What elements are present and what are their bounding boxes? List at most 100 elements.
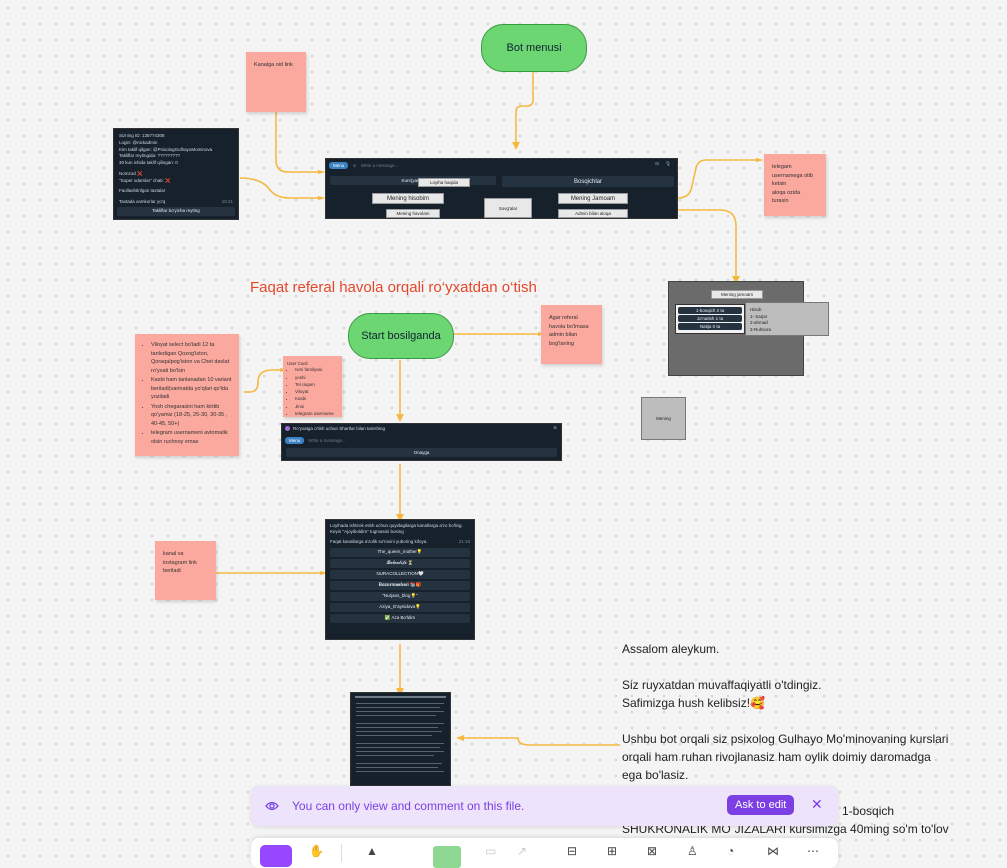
btn-my-link[interactable]: Mening havolam: [386, 209, 440, 218]
channel-button[interactable]: "Nurjans_blog💡": [330, 591, 470, 601]
close-icon[interactable]: ⊗: [553, 425, 557, 430]
btn-my-team[interactable]: Mening Jamoam: [558, 193, 628, 204]
user-card-title: User Card: [287, 361, 308, 366]
btn-stages[interactable]: Bosqichlar: [502, 176, 674, 187]
sticky-line: admin bilan: [549, 332, 578, 339]
profile-line: Nomzod ❌: [119, 170, 143, 176]
sticky-line: kanal va: [163, 551, 184, 557]
sticky-text: Kanalga oid link: [254, 62, 293, 68]
connector-tool-icon[interactable]: ↗: [517, 844, 528, 858]
requirement-item: Viloyat select bo'ladi 12 ta tanledigan …: [151, 341, 233, 375]
team-list: 1-bosqich 2 ta Jo'natish 1 ta Natija 0 t…: [675, 304, 745, 334]
sticky-line: instagram link: [163, 559, 197, 566]
ask-to-edit-button[interactable]: Ask to edit: [727, 795, 795, 815]
emoji-icon[interactable]: ☺: [352, 163, 357, 168]
agree-button[interactable]: Onayga: [286, 448, 557, 457]
sticky-line: ketsin: [772, 181, 787, 188]
side-line: 2-ahmad: [750, 320, 768, 326]
attach-icon[interactable]: ⊟: [655, 161, 659, 166]
stamp-tool-icon[interactable]: ♙: [687, 844, 698, 858]
banner-text: You can only view and comment on this fi…: [292, 799, 525, 813]
timer-tool-icon[interactable]: ◔: [727, 844, 735, 858]
profile-time: 10:21: [221, 199, 233, 204]
btn-gifts[interactable]: Sovg'alar: [484, 198, 532, 218]
btn-course[interactable]: Kurs(yangi): [330, 176, 496, 185]
team-side: Hisob 1- Sarjar 2-ahmad 3-Ruhsora: [745, 302, 829, 336]
channel-button[interactable]: Aziya_G'aynidova💡: [330, 602, 470, 612]
menu-button[interactable]: Menu: [285, 437, 305, 444]
channel-button[interactable]: NURACOLLECTION🤍: [330, 569, 470, 579]
side-line: 1- Sarjar: [750, 313, 768, 319]
requirement-item: telegram usernameni avtomatik olsin ruch…: [151, 429, 233, 446]
profile-line: Login: @nickadmin: [119, 139, 158, 145]
sticky-instagram[interactable]: kanal va instagram link beriladi: [155, 541, 216, 600]
side-line: 3-Ruhsora: [750, 326, 772, 332]
team-row[interactable]: Natija 0 ta: [678, 323, 742, 330]
user-card-item: Viloyat: [295, 389, 338, 395]
close-icon[interactable]: ✕: [811, 796, 823, 812]
team-row[interactable]: Jo'natish 1 ta: [678, 315, 742, 322]
channel-button[interactable]: The_queen_mother💡: [330, 547, 470, 557]
welcome-line: Safimizga hush kelibsiz!🥰: [622, 696, 765, 710]
sticky-user-card[interactable]: User Card Ismi familyasi yoshi Tel raqam…: [283, 356, 342, 417]
hand-tool-icon[interactable]: ✋: [309, 844, 324, 858]
confirm-button[interactable]: ✅ Aza Bo'ldim: [330, 613, 470, 623]
section-tool-icon[interactable]: ⊞: [607, 844, 618, 858]
frame-tool-icon[interactable]: ⊠: [647, 844, 658, 858]
sticky-line: havola bo'lmasa: [549, 323, 589, 330]
profile-line: Taxtada xamkorlar yo'q: [119, 199, 166, 204]
channels-panel: Loyihada ishtirok etish uchun quyidagila…: [325, 519, 475, 640]
sticky-line: telegam: [772, 164, 792, 170]
select-tool-icon[interactable]: [260, 845, 292, 867]
toolbar-divider: [341, 844, 342, 862]
table-tool-icon[interactable]: ⊟: [567, 844, 578, 858]
welcome-panel: [350, 692, 451, 786]
sticky-line: Agar referal: [549, 315, 578, 321]
channel-button[interactable]: 𝓑𝓮𝓵𝓮𝓷𝓵𝓲𝓯𝓮 ⏳: [330, 558, 470, 568]
btn-admin-contact[interactable]: Admin bilan aloqa: [558, 209, 628, 218]
sticky-telegram-username[interactable]: telegam usernamega otib ketsin aloqa ozi…: [764, 154, 826, 216]
mening-box[interactable]: Mening: [641, 397, 686, 440]
channel-button[interactable]: 𝐁𝐨𝐳𝐨𝐫𝐦𝐚𝐬𝐡𝐚𝐫𝐢 📚🎁: [330, 580, 470, 590]
profile-line: Kim taklif qilgan: @PsixologGulhayoMomin…: [119, 146, 213, 152]
sticky-requirements[interactable]: Viloyat select bo'ladi 12 ta tanledigan …: [135, 334, 239, 456]
start-header: Ro'yxatga o'tish uchun Shartlar bilan ta…: [293, 426, 386, 431]
referral-heading: Faqat referal havola orqali ro‘yxatdan o…: [250, 279, 537, 296]
view-only-banner: You can only view and comment on this fi…: [251, 786, 838, 826]
pen-tool-icon[interactable]: ▲: [366, 844, 378, 858]
welcome-text: Assalom aleykum. Siz ruyxatdan muvaffaqi…: [622, 640, 1002, 838]
rating-button[interactable]: Takliflar bo'yicha reyting: [117, 207, 235, 216]
shape-tool-icon[interactable]: ▭: [485, 844, 497, 858]
sticky-referral-admin[interactable]: Agar referal havola bo'lmasa admin bilan…: [541, 305, 602, 364]
message-input[interactable]: Write a message...: [360, 163, 399, 168]
mic-icon[interactable]: 🎙: [665, 161, 671, 166]
bottom-toolbar: ✋ ▲ ▭ ↗ ⊟ ⊞ ⊠ ♙ ◔ ⋈ ⋯: [251, 838, 838, 868]
menu-button[interactable]: Menu: [329, 162, 349, 169]
start-node[interactable]: Start bosilganda: [348, 313, 454, 359]
more-tool-icon[interactable]: ⋯: [807, 844, 819, 858]
sticky-line: aloqa ozida: [772, 189, 801, 196]
profile-card: Sizning ID: 135774308 Login: @nickadmin …: [113, 128, 239, 220]
widget-tool-icon[interactable]: ⋈: [767, 844, 779, 858]
team-title[interactable]: Mening jamoam: [711, 290, 763, 299]
user-card-item: Kasbi: [295, 396, 338, 402]
bot-menu-node[interactable]: Bot menusi: [481, 24, 587, 72]
sticky-channel-link[interactable]: Kanalga oid link: [246, 52, 306, 112]
profile-line: "Super odamlar" chati: ❌: [119, 177, 171, 183]
requirement-item: Yosh chegarasini ham kiritib qo'yamiz (1…: [151, 403, 233, 429]
eye-icon: [265, 801, 279, 811]
user-card-item: Ismi familyasi: [295, 367, 338, 373]
sticky-tool-icon[interactable]: [433, 846, 461, 868]
profile-line: Sizning ID: 135774308: [119, 133, 165, 138]
user-card-item: Tel raqam: [295, 382, 338, 388]
welcome-line: ega bo'lasiz.: [622, 768, 689, 782]
start-panel: Ro'yxatga o'tish uchun Shartlar bilan ta…: [281, 423, 562, 461]
message-input[interactable]: Write a message...: [308, 438, 346, 443]
team-row[interactable]: 1-bosqich 2 ta: [678, 307, 742, 314]
btn-my-account[interactable]: Mening hisobim: [372, 193, 444, 204]
user-card-item: yoshi: [295, 375, 338, 381]
welcome-line: 1-bosqich: [842, 804, 895, 818]
sticky-line: beriladi: [163, 568, 181, 575]
btn-about-project[interactable]: Loyiha haqida: [418, 178, 470, 187]
